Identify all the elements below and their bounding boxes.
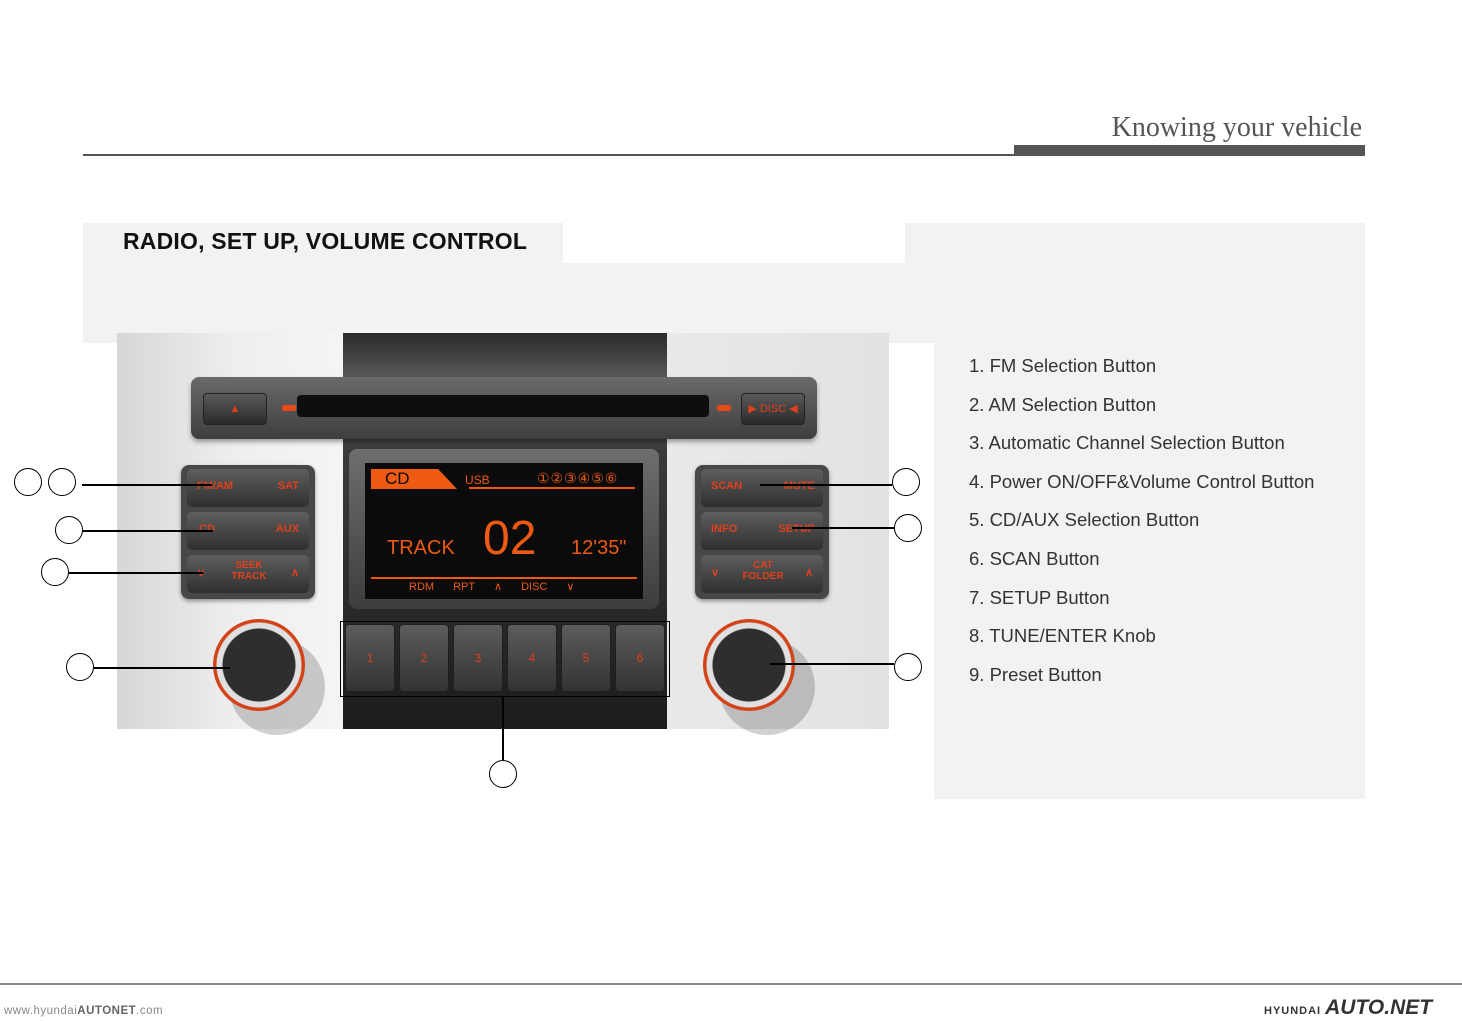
folder-down-label: ∨ — [711, 567, 720, 579]
radio-unit-illustration: ▲ ▶ DISC ◀ FM/AM SAT CD AUX ∨ SEEK TRACK… — [117, 333, 889, 735]
legend-item: 4. Power ON/OFF&Volume Control Button — [969, 470, 1315, 492]
scan-mute-button[interactable]: SCAN MUTE — [701, 469, 823, 507]
info-label: INFO — [711, 523, 738, 535]
footer-url-suffix: .com — [136, 1005, 164, 1017]
callout-circle — [894, 514, 922, 542]
callout-circle — [894, 653, 922, 681]
cat-folder-label: CAT FOLDER — [742, 560, 784, 582]
cat-folder-button[interactable]: ∨ CAT FOLDER ∧ — [701, 555, 823, 593]
display-disc-indicators: ①②③④⑤⑥ — [537, 470, 619, 486]
preset-button-4[interactable]: 4 — [507, 624, 557, 692]
callout-circle — [489, 760, 517, 788]
cd-slot — [297, 395, 709, 417]
seek-track-label: SEEK TRACK — [231, 560, 267, 582]
callout-circle — [66, 653, 94, 681]
display-usb: USB — [465, 473, 490, 487]
preset-button-2[interactable]: 2 — [399, 624, 449, 692]
callout-leader — [83, 530, 213, 532]
footer-url-brand: AUTONET — [77, 1005, 137, 1017]
legend-item: 5. CD/AUX Selection Button — [969, 509, 1200, 531]
legend-item: 8. TUNE/ENTER Knob — [969, 625, 1156, 647]
scan-label: SCAN — [711, 480, 743, 492]
callout-leader — [502, 697, 504, 760]
load-button[interactable]: ▲ — [203, 393, 267, 425]
section-header: Knowing your vehicle — [1111, 112, 1362, 143]
footer-rule — [0, 983, 1462, 985]
preset-button-3[interactable]: 3 — [453, 624, 503, 692]
fm-am-sat-button[interactable]: FM/AM SAT — [187, 469, 309, 507]
legend-item: 7. SETUP Button — [969, 586, 1110, 608]
callout-circle — [892, 468, 920, 496]
setup-label: SETUP — [778, 523, 815, 535]
callout-leader — [82, 484, 212, 486]
callout-leader — [760, 484, 892, 486]
seek-track-button[interactable]: ∨ SEEK TRACK ∧ — [187, 555, 309, 593]
preset-buttons: 1 2 3 4 5 6 — [343, 624, 667, 696]
cd-label: CD — [199, 523, 215, 535]
header-rule — [83, 154, 1015, 156]
power-volume-knob[interactable] — [213, 619, 305, 711]
legend-item: 6. SCAN Button — [969, 547, 1100, 569]
legend-item: 1. FM Selection Button — [969, 355, 1157, 376]
tune-enter-knob[interactable] — [703, 619, 795, 711]
footer-url-prefix: www.hyundai — [4, 1005, 78, 1017]
led-right — [717, 405, 731, 411]
preset-bracket — [340, 621, 670, 697]
display-bottom-rule — [371, 577, 637, 579]
preset-button-1[interactable]: 1 — [345, 624, 395, 692]
sat-label: SAT — [277, 480, 299, 492]
legend-item: 9. Preset Button — [969, 663, 1102, 685]
disc-button[interactable]: ▶ DISC ◀ — [741, 393, 805, 425]
title-gap — [563, 223, 905, 263]
callout-circle — [48, 468, 76, 496]
seek-up-label: ∧ — [290, 567, 299, 579]
legend-list: 1. FM Selection Button 2. AM Selection B… — [969, 352, 1314, 699]
callout-leader — [792, 527, 894, 529]
legend-item: 2. AM Selection Button — [969, 393, 1157, 415]
footer-url: www.hyundaiAUTONET.com — [4, 1005, 163, 1017]
fm-am-label: FM/AM — [197, 480, 234, 492]
led-left — [282, 405, 296, 411]
callout-circle — [14, 468, 42, 496]
info-setup-button[interactable]: INFO SETUP — [701, 512, 823, 550]
footer-logo-small: HYUNDAI — [1264, 1005, 1322, 1017]
callout-leader — [69, 572, 203, 574]
legend-panel — [934, 223, 1365, 799]
display-track-number: 02 — [483, 512, 537, 565]
callout-circle — [41, 558, 69, 586]
display-source: CD — [371, 469, 457, 489]
callout-circle — [55, 516, 83, 544]
lcd-display: CD USB ①②③④⑤⑥ TRACK 02 12'35" RDM RPT ∧ … — [365, 463, 643, 599]
display-time: 12'35" — [571, 537, 627, 559]
page-title: RADIO, SET UP, VOLUME CONTROL — [123, 228, 528, 254]
display-track-label: TRACK — [387, 537, 455, 559]
display-top-rule — [469, 487, 635, 489]
header-bar — [1014, 145, 1365, 156]
legend-item: 3. Automatic Channel Selection Button — [969, 432, 1285, 454]
preset-button-5[interactable]: 5 — [561, 624, 611, 692]
display-modes: RDM RPT ∧ DISC ∨ — [409, 581, 575, 593]
callout-leader — [770, 663, 894, 665]
footer-logo-brand: AUTO.NET — [1325, 996, 1433, 1019]
aux-label: AUX — [275, 523, 299, 535]
preset-button-6[interactable]: 6 — [615, 624, 665, 692]
folder-up-label: ∧ — [804, 567, 813, 579]
callout-leader — [94, 667, 230, 669]
mute-label: MUTE — [783, 480, 815, 492]
right-button-block: SCAN MUTE INFO SETUP ∨ CAT FOLDER ∧ — [695, 465, 829, 599]
